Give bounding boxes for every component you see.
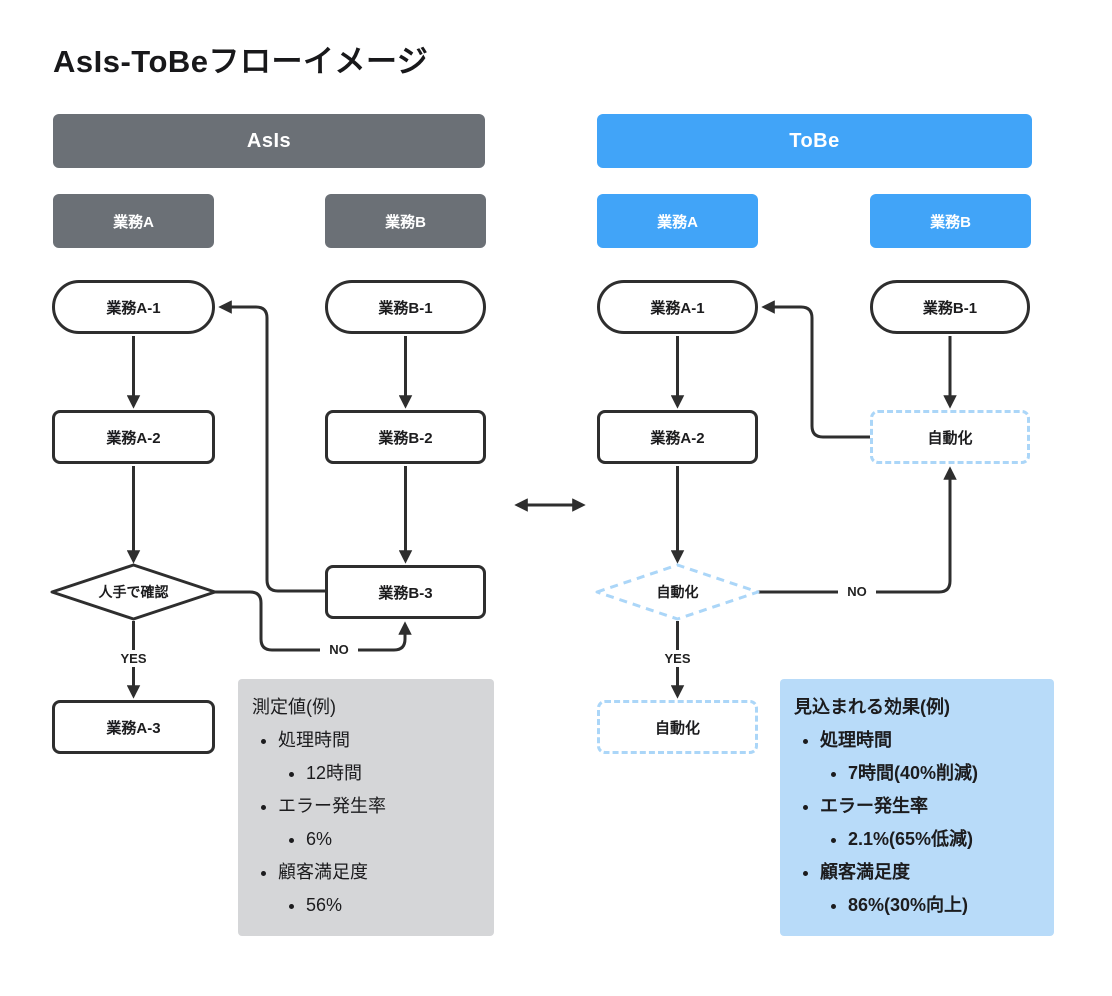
tobe-no-label: NO — [838, 583, 876, 600]
asis-metrics-title: 測定値(例) — [252, 697, 336, 717]
list-item: 処理時間 12時間 — [278, 724, 480, 790]
list-item: 顧客満足度 56% — [278, 856, 480, 922]
asis-metrics-panel: 測定値(例) 処理時間 12時間 エラー発生率 6% 顧客満足度 56% — [238, 679, 494, 936]
tobe-node-b1: 業務B-1 — [870, 280, 1030, 334]
tobe-decision-label: 自動化 — [656, 584, 699, 600]
list-item: 7時間(40%削減) — [848, 757, 1040, 790]
asis-node-b3: 業務B-3 — [325, 565, 486, 619]
effect-value: 7時間(40%削減) — [848, 763, 979, 783]
effect-label: 処理時間 — [820, 730, 892, 750]
list-item: エラー発生率 2.1%(65%低減) — [820, 790, 1040, 856]
tobe-effects-panel: 見込まれる効果(例) 処理時間 7時間(40%削減) エラー発生率 2.1%(6… — [780, 679, 1054, 936]
connector-tobe-decision-auto-no — [758, 466, 957, 594]
metric-label: 処理時間 — [278, 730, 350, 750]
list-item: 56% — [306, 889, 480, 922]
effect-value: 2.1%(65%低減) — [848, 829, 974, 849]
list-item: 顧客満足度 86%(30%向上) — [820, 856, 1040, 922]
list-item: 12時間 — [306, 757, 480, 790]
tobe-lane-b-header: 業務B — [870, 194, 1031, 248]
tobe-effects-title: 見込まれる効果(例) — [794, 697, 950, 717]
asis-lane-a-header: 業務A — [53, 194, 214, 248]
asis-node-a1: 業務A-1 — [52, 280, 215, 334]
list-item: エラー発生率 6% — [278, 790, 480, 856]
asis-node-b2: 業務B-2 — [325, 410, 486, 464]
page-title: AsIs-ToBeフローイメージ — [53, 44, 429, 79]
tobe-effects-list: 処理時間 7時間(40%削減) エラー発生率 2.1%(65%低減) 顧客満足度… — [794, 724, 1040, 922]
asis-no-label: NO — [320, 641, 358, 658]
asis-lane-b-header: 業務B — [325, 194, 486, 248]
list-item: 86%(30%向上) — [848, 889, 1040, 922]
asis-yes-label: YES — [112, 650, 155, 667]
tobe-node-a2: 業務A-2 — [597, 410, 758, 464]
asis-decision-label: 人手で確認 — [98, 584, 169, 600]
asis-node-b1: 業務B-1 — [325, 280, 486, 334]
tobe-node-auto-yes: 自動化 — [597, 700, 758, 754]
tobe-lane-a-header: 業務A — [597, 194, 758, 248]
effect-label: エラー発生率 — [820, 796, 928, 816]
connector-asis-b3-a1-loop — [218, 300, 325, 593]
tobe-decision-shape — [595, 563, 760, 621]
connector-asis-decision-b3-no — [215, 590, 412, 652]
effect-value: 86%(30%向上) — [848, 895, 969, 915]
metric-value: 12時間 — [306, 763, 363, 783]
metric-label: エラー発生率 — [278, 796, 386, 816]
list-item: 2.1%(65%低減) — [848, 823, 1040, 856]
metric-label: 顧客満足度 — [278, 862, 368, 882]
tobe-yes-label: YES — [656, 650, 699, 667]
connector-tobe-auto-a1-loop — [761, 300, 870, 439]
asis-node-a3: 業務A-3 — [52, 700, 215, 754]
list-item: 処理時間 7時間(40%削減) — [820, 724, 1040, 790]
metric-value: 6% — [306, 829, 333, 849]
asis-header: AsIs — [53, 114, 485, 168]
tobe-node-auto-b: 自動化 — [870, 410, 1030, 464]
list-item: 6% — [306, 823, 480, 856]
tobe-node-a1: 業務A-1 — [597, 280, 758, 334]
effect-label: 顧客満足度 — [820, 862, 910, 882]
asis-node-a2: 業務A-2 — [52, 410, 215, 464]
tobe-header: ToBe — [597, 114, 1032, 168]
asis-metrics-list: 処理時間 12時間 エラー発生率 6% 顧客満足度 56% — [252, 724, 480, 922]
metric-value: 56% — [306, 895, 343, 915]
asis-decision-shape — [50, 563, 217, 621]
